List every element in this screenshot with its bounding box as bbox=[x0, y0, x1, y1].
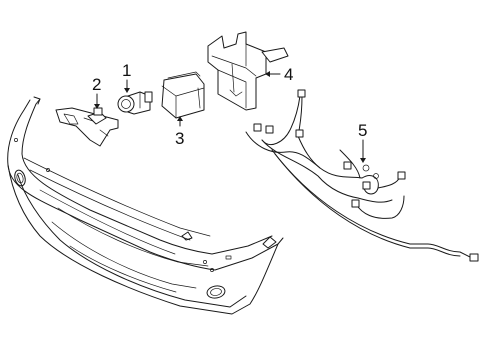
callout-1: 1 bbox=[122, 61, 131, 93]
sensor-bracket bbox=[55, 107, 119, 147]
control-module bbox=[161, 71, 205, 119]
harness-connector bbox=[297, 89, 306, 98]
callout-4: 4 bbox=[265, 65, 293, 84]
harness-connector bbox=[351, 199, 360, 208]
harness-connector bbox=[469, 253, 479, 262]
harness-connector bbox=[397, 171, 406, 180]
callout-label-3: 3 bbox=[175, 129, 184, 148]
bumper-cover bbox=[7, 96, 284, 315]
harness-connector bbox=[362, 181, 371, 190]
module-bracket bbox=[207, 31, 289, 111]
callout-label-5: 5 bbox=[358, 121, 367, 140]
wiring-harness bbox=[245, 89, 479, 262]
callout-2: 2 bbox=[92, 75, 101, 109]
harness-connector bbox=[253, 123, 262, 132]
harness-connector bbox=[295, 129, 304, 138]
callout-label-4: 4 bbox=[284, 65, 293, 84]
callout-3: 3 bbox=[175, 116, 184, 148]
callout-5: 5 bbox=[358, 121, 367, 163]
parking-sensor bbox=[117, 91, 153, 115]
harness-connector bbox=[343, 161, 352, 170]
harness-connector bbox=[265, 125, 274, 134]
callout-label-2: 2 bbox=[92, 75, 101, 94]
callout-label-1: 1 bbox=[122, 61, 131, 80]
